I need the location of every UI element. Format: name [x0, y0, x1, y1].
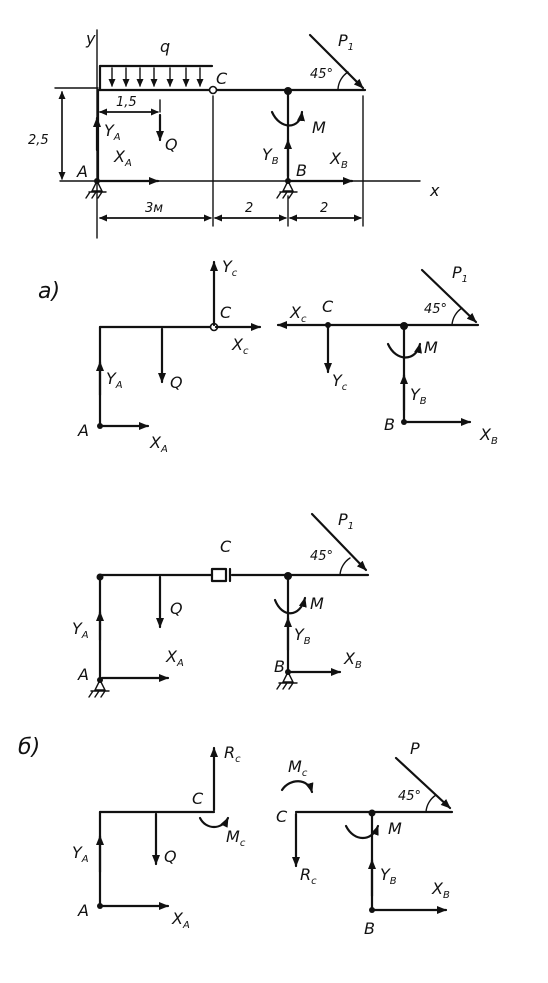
dim-3m-label: 3м	[145, 201, 163, 216]
m-label-mid: M	[310, 594, 324, 613]
a-label-a: A	[77, 421, 89, 440]
m-label: M	[312, 118, 326, 137]
xa-label: XA	[113, 147, 132, 169]
hinge-c	[208, 85, 218, 95]
angle-label: 45°	[310, 67, 333, 82]
angle-arc	[337, 71, 349, 90]
b-label-mid: B	[274, 657, 285, 676]
ya-label-b: YA	[72, 843, 89, 865]
m-label-b: M	[388, 819, 402, 838]
force-p1-arrow-mid	[310, 512, 368, 572]
xb-label-b: XB	[431, 879, 450, 901]
xb-label-mid: XB	[343, 649, 362, 671]
dim-2a-label: 2	[245, 201, 253, 216]
a-label-b: A	[77, 901, 89, 920]
a-label-mid: A	[77, 665, 89, 684]
q-label-b: Q	[164, 847, 177, 866]
y-axis-label: y	[85, 29, 96, 48]
c-label-mid: C	[220, 537, 232, 556]
xb-label-a: XB	[479, 425, 498, 447]
angle-label-a: 45°	[424, 302, 447, 317]
moment-mc-arrow	[198, 816, 230, 829]
main-frame-diagram: y x q C P1 45° 2,5	[28, 29, 440, 239]
p1-label-mid: P1	[338, 510, 354, 532]
moment-m-arrow-b	[344, 824, 380, 840]
b-label-b: B	[364, 919, 375, 938]
xc2-label: Xc	[289, 303, 307, 325]
xa-label-b: XA	[171, 909, 190, 931]
p1-label-b: P	[410, 739, 420, 758]
ya-label: YA	[104, 121, 121, 143]
yc-label: Yc	[222, 257, 238, 279]
section-a-label: а)	[38, 279, 60, 304]
rc-label: Rc	[224, 743, 241, 765]
q-label-a: Q	[170, 373, 183, 392]
b-label-a: B	[384, 415, 395, 434]
c-label-b: C	[192, 789, 204, 808]
c2-label-a: C	[322, 297, 334, 316]
xc-label: Xc	[231, 335, 249, 357]
section-b-free-bodies: б) Rc C Mc Q YA A XA Mc C Rc P 45° M YB	[18, 735, 454, 938]
xa-label-a: XA	[149, 433, 168, 455]
yc2-label: Yc	[332, 371, 348, 393]
mc-label: Mc	[226, 827, 246, 849]
moment-m-arrow	[270, 110, 305, 127]
yb-label: YB	[262, 145, 279, 167]
moment-m-arrow-mid	[273, 596, 307, 615]
c-label: C	[216, 69, 228, 88]
rigid-joint	[284, 87, 292, 95]
b-label: B	[296, 161, 307, 180]
angle-label-b: 45°	[398, 789, 421, 804]
section-b-label: б)	[18, 735, 40, 760]
p1-label: P1	[338, 31, 354, 53]
p1-label-a: P1	[452, 263, 468, 285]
x-axis-label: x	[429, 181, 440, 200]
distributed-load-q	[98, 64, 214, 92]
rc2-label: Rc	[300, 865, 317, 887]
yb-label-mid: YB	[294, 625, 311, 647]
support-b-hatch	[276, 191, 298, 199]
force-p1-arrow-b	[394, 756, 452, 810]
a-label: A	[76, 162, 88, 181]
q-label-mid: Q	[170, 599, 183, 618]
moment-mc2-arrow	[280, 780, 314, 794]
section-a-free-bodies: а) Yc C Xc Q YA A XA Xc C Yc P1 45° M	[38, 257, 498, 455]
force-p1-arrow-a	[420, 268, 478, 324]
force-p1-arrow	[308, 33, 365, 90]
dim-25-label: 2,5	[28, 133, 49, 148]
yb-label-a: YB	[410, 385, 427, 407]
ya-label-mid: YA	[72, 619, 89, 641]
middle-frame-diagram: C P1 45° Q M YA YB A XA B XB	[72, 510, 370, 698]
q-resultant-label: Q	[165, 135, 178, 154]
xb-label: XB	[329, 149, 348, 171]
q-label: q	[160, 37, 170, 56]
yb-label-b: YB	[380, 865, 397, 887]
moment-m-arrow-a	[386, 342, 422, 359]
c-label-a: C	[220, 303, 232, 322]
xa-label-mid: XA	[165, 647, 184, 669]
dim-2b-label: 2	[320, 201, 328, 216]
support-a-hatch	[85, 191, 107, 199]
dim-15-label: 1,5	[116, 95, 137, 110]
angle-label-mid: 45°	[310, 549, 333, 564]
ya-label-a: YA	[106, 369, 123, 391]
c2-label-b: C	[276, 807, 288, 826]
mc2-label: Mc	[288, 757, 308, 779]
slider-c	[210, 567, 232, 583]
m-label-a: M	[424, 338, 438, 357]
